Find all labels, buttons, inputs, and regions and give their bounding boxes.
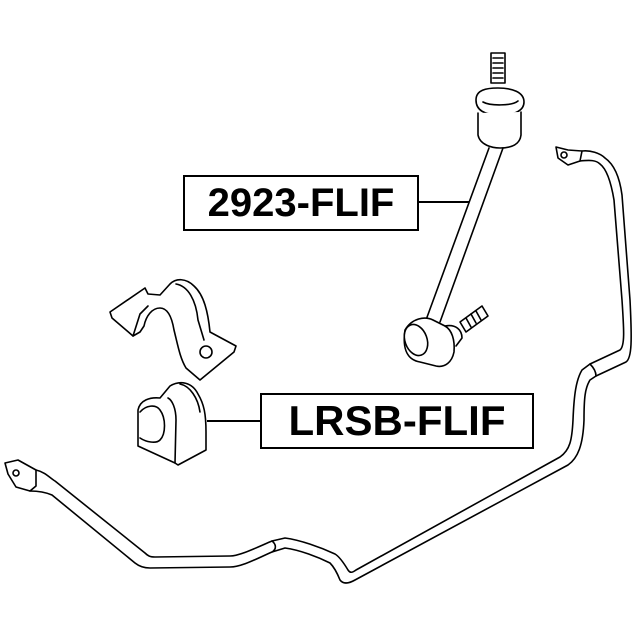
- part-label-stabilizer-bushing: LRSB-FLIF: [260, 393, 534, 449]
- leader-line-bushing: [207, 420, 260, 422]
- leader-line-link: [419, 201, 469, 203]
- part-number-text: 2923-FLIF: [207, 180, 395, 225]
- part-number-text: LRSB-FLIF: [288, 397, 506, 444]
- bushing-bracket: [109, 278, 237, 381]
- stabilizer-bar: [4, 146, 632, 584]
- stabilizer-link: [403, 52, 525, 368]
- part-label-stabilizer-link: 2923-FLIF: [183, 175, 419, 231]
- stabilizer-bushing: [137, 381, 207, 466]
